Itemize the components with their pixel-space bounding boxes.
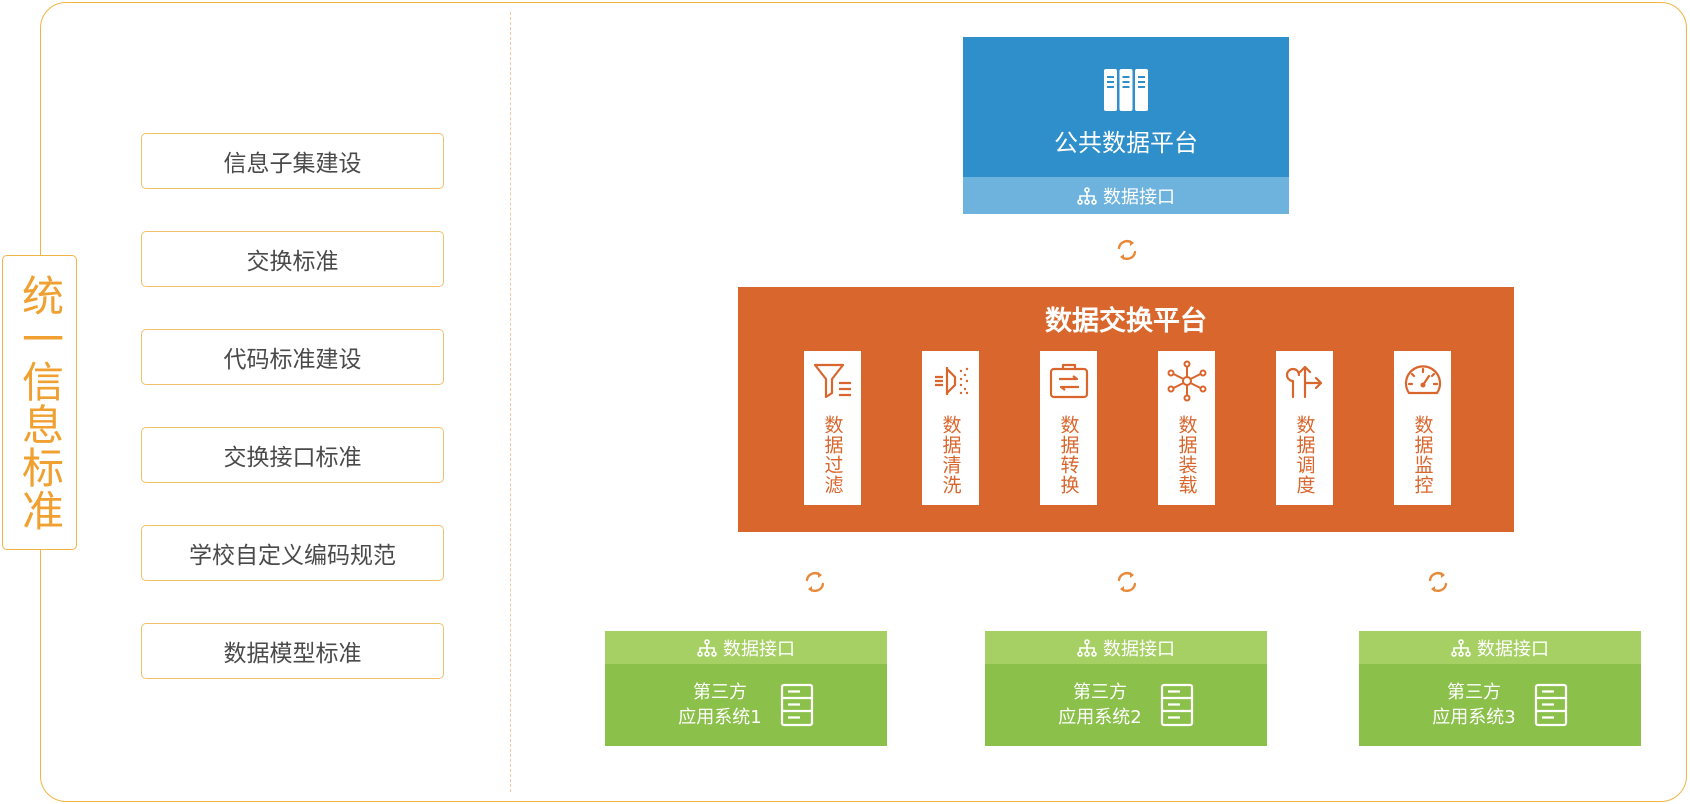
route-icon bbox=[1285, 365, 1322, 399]
sync-icon bbox=[805, 572, 825, 592]
standard-item: 信息子集建设 bbox=[141, 133, 444, 189]
module-label: 数据过滤 bbox=[821, 415, 844, 495]
third-party-name: 第三方 应用系统2 bbox=[1058, 680, 1141, 730]
sync-icon bbox=[1428, 572, 1448, 592]
third-party-line1: 第三方 bbox=[1446, 682, 1501, 703]
module-filter: 数据过滤 bbox=[804, 351, 861, 505]
side-label-text: 统一信息标准 bbox=[15, 273, 65, 532]
sync-icon bbox=[1117, 572, 1137, 592]
public-data-platform: 公共数据平台 数据接口 bbox=[963, 37, 1289, 214]
section-divider bbox=[510, 12, 511, 792]
module-transform: 数据转换 bbox=[1040, 351, 1097, 505]
standard-item: 数据模型标准 bbox=[141, 623, 444, 679]
module-label: 数据清洗 bbox=[939, 415, 962, 495]
standard-item: 交换标准 bbox=[141, 231, 444, 287]
third-party-line1: 第三方 bbox=[1072, 682, 1127, 703]
exchange-platform-title: 数据交换平台 bbox=[1045, 306, 1207, 337]
interface-label: 数据接口 bbox=[723, 638, 795, 660]
standard-item: 交换接口标准 bbox=[141, 427, 444, 483]
side-label-box: 统一信息标准 bbox=[2, 255, 77, 550]
third-party-name: 第三方 应用系统3 bbox=[1432, 680, 1515, 730]
third-party-line2: 应用系统1 bbox=[678, 707, 762, 728]
server-icon bbox=[780, 683, 813, 727]
third-party-line1: 第三方 bbox=[692, 682, 747, 703]
standard-item: 学校自定义编码规范 bbox=[141, 525, 444, 581]
filter-icon bbox=[813, 363, 851, 399]
standard-item: 代码标准建设 bbox=[141, 329, 444, 385]
sync-icon bbox=[1117, 240, 1137, 260]
public-platform-interface: 数据接口 bbox=[963, 177, 1289, 214]
third-party-line2: 应用系统3 bbox=[1432, 707, 1516, 728]
server-icon bbox=[1160, 683, 1193, 727]
briefcase-transfer-icon bbox=[1049, 363, 1088, 399]
third-party-system-2: 数据接口 第三方 应用系统2 bbox=[985, 631, 1267, 746]
module-clean: 数据清洗 bbox=[922, 351, 979, 505]
module-label: 数据装载 bbox=[1175, 415, 1198, 495]
interface-label: 数据接口 bbox=[1103, 186, 1175, 208]
third-party-line2: 应用系统2 bbox=[1058, 707, 1142, 728]
gauge-icon bbox=[1404, 365, 1441, 395]
module-load: 数据装载 bbox=[1158, 351, 1215, 505]
sitemap-icon bbox=[697, 638, 717, 657]
sitemap-icon bbox=[1451, 638, 1471, 657]
interface-label: 数据接口 bbox=[1103, 638, 1175, 660]
third-party-interface: 数据接口 bbox=[605, 631, 887, 664]
module-label: 数据监控 bbox=[1411, 415, 1434, 495]
spray-icon bbox=[934, 367, 968, 395]
interface-label: 数据接口 bbox=[1477, 638, 1549, 660]
sitemap-icon bbox=[1077, 186, 1097, 205]
data-exchange-platform: 数据交换平台 数据过滤 数据清洗 bbox=[738, 287, 1514, 532]
third-party-system-3: 数据接口 第三方 应用系统3 bbox=[1359, 631, 1641, 746]
third-party-body: 第三方 应用系统1 bbox=[605, 664, 887, 746]
module-label: 数据转换 bbox=[1057, 415, 1080, 495]
third-party-system-1: 数据接口 第三方 应用系统1 bbox=[605, 631, 887, 746]
third-party-name: 第三方 应用系统1 bbox=[678, 680, 761, 730]
module-schedule: 数据调度 bbox=[1276, 351, 1333, 505]
public-platform-title: 公共数据平台 bbox=[1054, 129, 1198, 157]
module-label: 数据调度 bbox=[1293, 415, 1316, 495]
public-platform-body: 公共数据平台 bbox=[963, 37, 1289, 177]
server-icon bbox=[1534, 683, 1567, 727]
database-icon bbox=[1104, 69, 1148, 111]
third-party-interface: 数据接口 bbox=[985, 631, 1267, 664]
sitemap-icon bbox=[1077, 638, 1097, 657]
third-party-body: 第三方 应用系统3 bbox=[1359, 664, 1641, 746]
module-monitor: 数据监控 bbox=[1394, 351, 1451, 505]
third-party-interface: 数据接口 bbox=[1359, 631, 1641, 664]
third-party-body: 第三方 应用系统2 bbox=[985, 664, 1267, 746]
network-icon bbox=[1167, 360, 1206, 402]
